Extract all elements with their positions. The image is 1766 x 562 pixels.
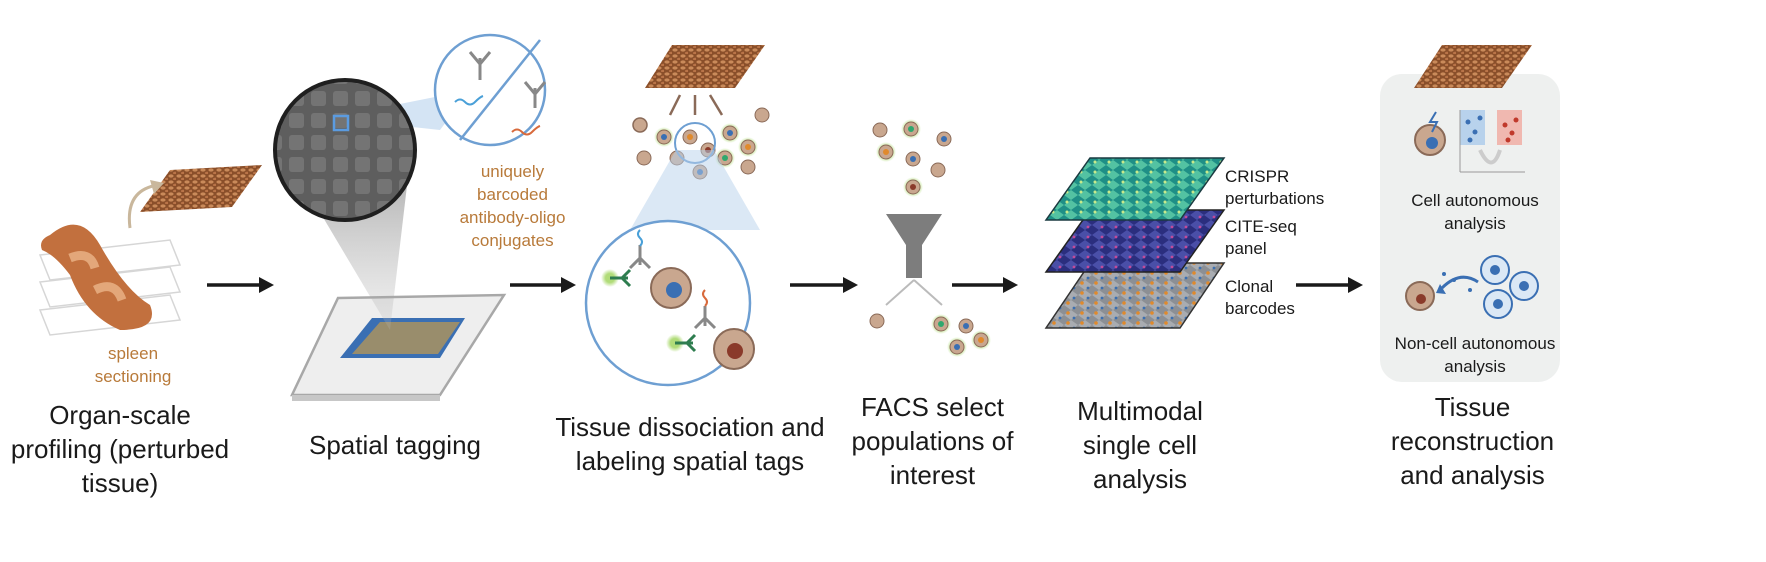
volcano-plot-icon (1459, 110, 1525, 173)
perturbation-bolt-icon (1428, 111, 1439, 133)
antibody-zoom-circle (433, 33, 547, 147)
tissue-section-icon (645, 45, 765, 88)
layer-crispr (1044, 157, 1226, 221)
step1-title: Organ-scale profiling (perturbed tissue) (10, 400, 230, 498)
panel-label-cell-autonomous: Cell autonomous analysis (1411, 191, 1539, 233)
labeled-cells-zoom-circle (584, 219, 755, 387)
slide-icon (290, 293, 507, 401)
microscope-zoom-icon (273, 78, 417, 222)
antibody-icon (628, 245, 652, 270)
step2-title: Spatial tagging (308, 430, 482, 460)
signaling-cells (1436, 255, 1539, 319)
layer-label-clonal: Clonal barcodes (1225, 277, 1295, 318)
spleen-icon (41, 224, 152, 330)
step6-title: Tissue reconstruction and analysis (1390, 392, 1555, 490)
panel-label-non-cell-autonomous: Non-cell autonomous analysis (1394, 334, 1556, 376)
spleen-sectioning-note: spleen sectioning (94, 344, 172, 386)
facs-cells (872, 119, 952, 197)
conjugates-note: uniquely barcoded antibody-oligo conjuga… (459, 162, 566, 250)
step4-title: FACS select populations of interest (851, 392, 1014, 490)
step3-title: Tissue dissociation and labeling spatial… (555, 412, 825, 476)
sorted-cells (869, 313, 991, 357)
dissociation-arrows (668, 94, 724, 116)
layer-label-cite: CITE-seq panel (1225, 217, 1297, 258)
tissue-section-icon (1414, 45, 1532, 88)
layer-label-crispr: CRISPR perturbations (1225, 167, 1325, 208)
step5-title: Multimodal single cell analysis (1077, 396, 1203, 494)
funnel-icon (885, 214, 943, 306)
tissue-section-icon (140, 165, 262, 212)
